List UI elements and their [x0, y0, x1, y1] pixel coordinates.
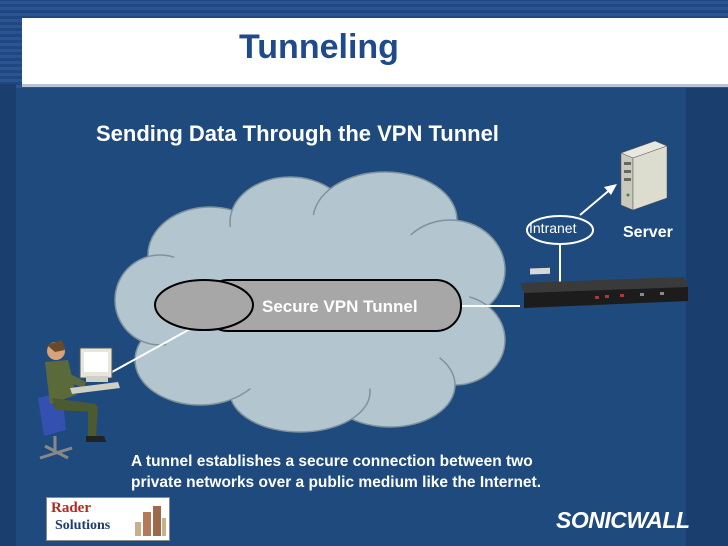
caption-line-1: A tunnel establishes a secure connection… — [131, 453, 533, 470]
firewall-appliance-icon — [520, 267, 688, 308]
sonicwall-logo: SONICWALL — [556, 507, 690, 533]
rader-logo-line-1: Rader — [51, 500, 91, 516]
rader-solutions-logo: Rader Solutions — [46, 497, 170, 541]
slide-subtitle: Sending Data Through the VPN Tunnel — [96, 121, 499, 146]
slide-title: Tunneling — [239, 28, 399, 66]
caption-text: A tunnel establishes a secure connection… — [131, 451, 631, 493]
server-arrow — [579, 184, 617, 216]
right-border — [686, 88, 728, 546]
server-icon — [620, 140, 668, 211]
tunnel-label: Secure VPN Tunnel — [262, 297, 418, 316]
intranet-node — [526, 215, 594, 245]
left-border — [0, 84, 16, 546]
server-label: Server — [623, 224, 673, 241]
title-banner — [22, 18, 728, 87]
caption-line-2: private networks over a public medium li… — [131, 474, 542, 491]
rader-logo-line-2: Solutions — [55, 518, 111, 533]
remote-user-icon — [38, 340, 120, 460]
vpn-tunnel — [154, 279, 462, 332]
rader-building-icon — [135, 506, 166, 536]
intranet-label: Intranet — [529, 220, 577, 236]
